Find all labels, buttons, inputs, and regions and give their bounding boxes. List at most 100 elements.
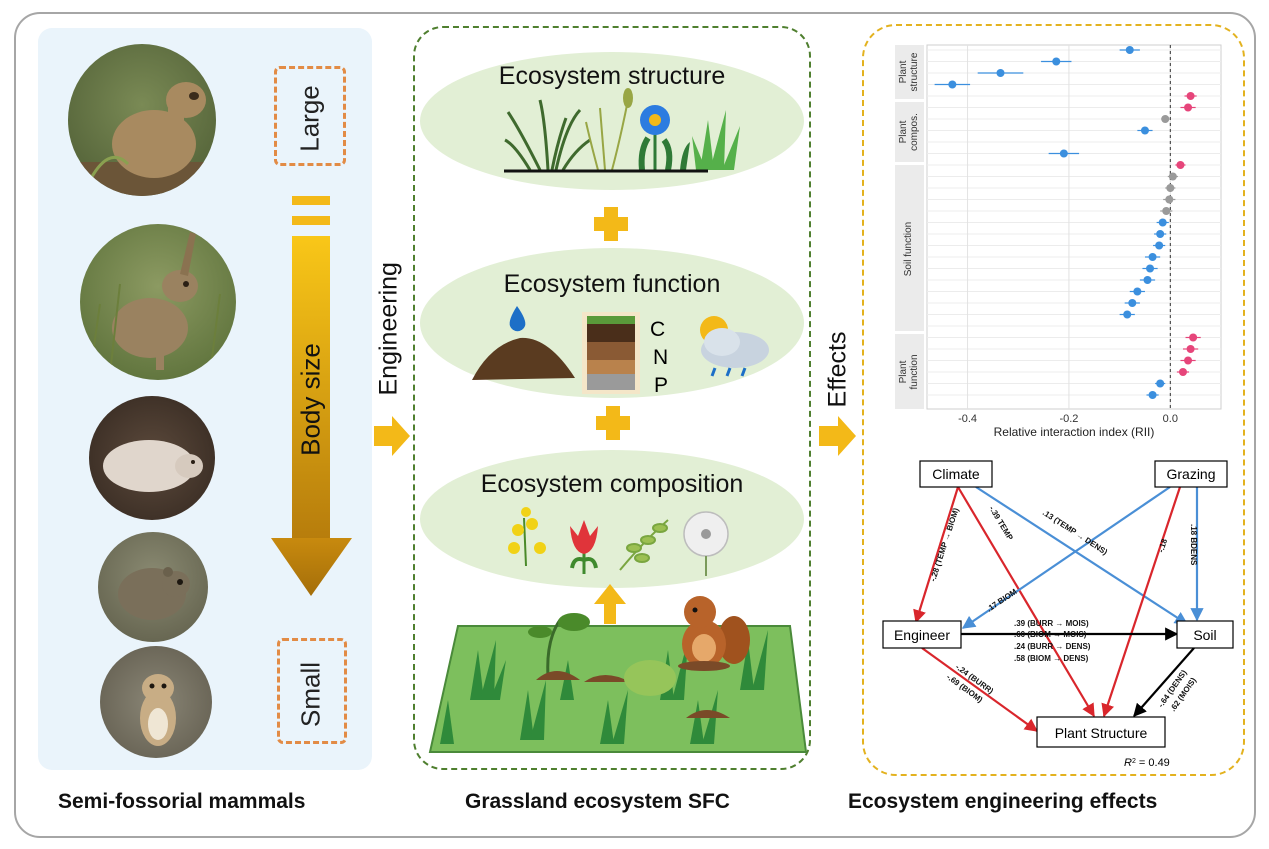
nutrient-n: N [653,346,669,369]
forest-point [1176,161,1185,169]
node-climate-label: Climate [932,466,980,482]
edge-engineer-plant [921,647,1039,732]
forest-point [1146,264,1155,273]
herb-sprig-icon [619,519,669,571]
node-engineer-label: Engineer [894,627,950,643]
node-grazing [1154,460,1228,488]
node-engineer [882,620,962,649]
forest-x-tick-label: -0.2 [1059,413,1078,425]
forest-point [948,80,957,89]
small-size-box: Small [277,638,347,744]
beaver-icon [678,596,750,671]
effects-panel [862,24,1245,776]
r-squared: R2 = 0.49 [1124,757,1170,769]
label-engineer-soil-1: .39 (BURR → MOIS) [1014,619,1089,628]
forest-point [1052,57,1061,66]
gerbil-photo [100,646,212,758]
forest-x-tick-label: -0.4 [958,413,977,425]
forest-point [1156,379,1165,388]
sun-cloud-icon [700,316,769,377]
node-climate [919,460,993,488]
forest-plot-area [926,44,1222,410]
node-soil-label: Soil [1193,627,1216,643]
label-engineer-soil-3: .24 (BURR → DENS) [1014,642,1091,651]
node-plant-label: Plant Structure [1055,725,1148,741]
plus-icon-2 [596,406,630,440]
plus-icon-1 [594,207,628,241]
group-strip-plant-compos [895,102,924,162]
function-title: Ecosystem function [503,270,721,298]
edge-climate-plant [957,486,1095,718]
forest-point [1186,345,1195,353]
node-plant-structure [1036,716,1166,748]
large-size-box: Large [274,66,346,166]
composition-title: Ecosystem composition [480,470,744,498]
shrub-icon [624,660,676,696]
soil-pile-icon [472,337,575,380]
mound-1 [536,671,580,680]
forest-point [1168,172,1177,181]
label-engineer-soil-2: .60 (BIOM → MOIS) [1014,630,1087,639]
dandelion-icon [683,511,729,576]
yellow-flower-icon [508,507,546,567]
edge-climate-engineer [913,486,960,624]
forest-point [1162,207,1171,215]
nutrient-c: C [650,318,666,341]
caption-middle: Grassland ecosystem SFC [465,790,730,813]
forest-point [1178,368,1187,376]
forest-point [1184,103,1193,112]
pika-photo [98,532,208,642]
hare-photo [80,224,236,380]
forest-point [1128,299,1137,307]
label-engineer-soil-4: .58 (BIOM → DENS) [1014,654,1089,663]
forest-x-tick-label: 0.0 [1163,413,1178,425]
forest-point [1123,310,1132,319]
forest-point [1125,46,1134,54]
forest-point [1059,149,1068,158]
grass-clump-icon [504,99,591,171]
edge-climate-soil [975,486,1189,625]
forest-point [1155,241,1164,250]
forest-point [1133,287,1142,296]
forest-point [1165,195,1174,204]
blue-flower-icon [638,105,690,171]
forest-point [1148,391,1157,399]
up-arrow-icon [594,584,626,624]
node-soil [1176,620,1234,649]
forest-point [1166,184,1175,192]
outer-frame [14,12,1256,838]
forest-point [1140,126,1149,135]
label-grazing-plant: -.18 [1156,537,1169,553]
equals-bar-top [292,196,330,205]
forest-point [1158,218,1167,227]
body-size-arrow-head [271,538,352,596]
forest-point [1184,356,1193,365]
seedling-icon [528,613,590,677]
node-grazing-label: Grazing [1166,466,1215,482]
group-strip-plant-structure [895,45,924,99]
label-climate-soil: .13 (TEMP → DENS) [1041,508,1109,557]
group-strip-plant-function [895,334,924,409]
structure-title: Ecosystem structure [498,62,726,90]
sedge-icon [585,88,633,171]
caption-left: Semi-fossorial mammals [58,790,306,813]
green-grass-icon [692,110,740,170]
forest-point [1186,92,1195,100]
nutrient-p: P [654,374,669,397]
forest-point [1156,230,1165,238]
forest-point [1143,276,1152,284]
mound-2 [584,675,630,682]
label-grazing-soil: .18 BDENS [1189,524,1198,566]
forest-x-label: Relative interaction index (RII) [993,425,1155,439]
equals-bar-bottom [292,216,330,225]
mound-3 [686,710,730,718]
forest-point [996,69,1005,77]
composition-ellipse [420,450,804,588]
label-grazing-engineer: .17 BIOM [985,587,1019,614]
group-strip-soil-function [895,165,924,331]
